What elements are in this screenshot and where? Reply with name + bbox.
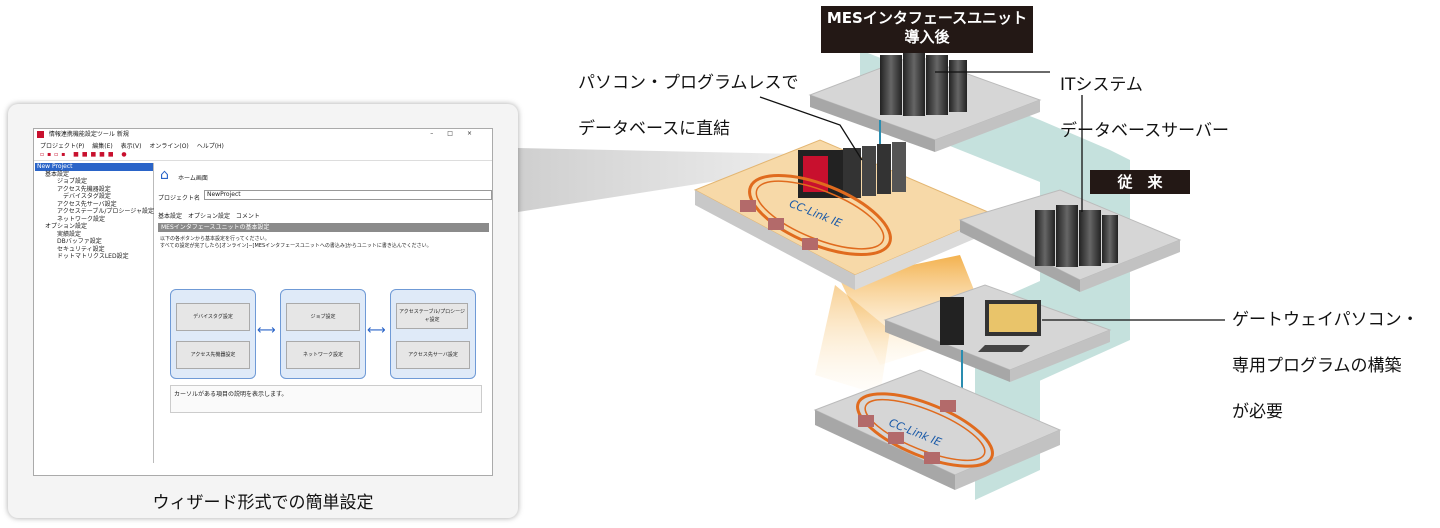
tree-item-access-server[interactable]: アクセス先サーバ設定 bbox=[57, 200, 117, 208]
arrow-icon-right: ⟷ bbox=[367, 323, 386, 338]
banner-after: MESインタフェースユニット 導入後 bbox=[821, 6, 1033, 53]
tree-item-device-tag[interactable]: デバイスタグ設定 bbox=[63, 193, 111, 200]
tray-bottom-network bbox=[813, 369, 1062, 490]
tree-item-network[interactable]: ネットワーク設定 bbox=[57, 215, 106, 223]
project-name-label: プロジェクト名 bbox=[158, 195, 201, 202]
window-controls[interactable]: –□× bbox=[430, 130, 486, 137]
menu-project[interactable]: プロジェクト(P) bbox=[40, 143, 85, 150]
network-button[interactable]: ネットワーク設定 bbox=[286, 341, 360, 369]
note-direct-line2: データベースに直結 bbox=[578, 119, 731, 139]
tree-item-dot-matrix[interactable]: ドットマトリクスLED設定 bbox=[57, 253, 129, 260]
tree-item-access-device[interactable]: アクセス先機器設定 bbox=[57, 185, 111, 193]
note-direct-line1: パソコン・プログラムレスで bbox=[578, 73, 799, 93]
note-gateway-line1: ゲートウェイパソコン・ bbox=[1232, 310, 1419, 330]
tree-item-result[interactable]: 実績設定 bbox=[57, 230, 82, 238]
section-header: MESインタフェースユニットの基本設定 bbox=[158, 223, 489, 232]
tree-item-security[interactable]: セキュリティ設定 bbox=[57, 245, 105, 253]
access-table-button[interactable]: アクセステーブル/プロシージャ設定 bbox=[396, 303, 468, 329]
tab-comment[interactable]: コメント bbox=[235, 213, 260, 220]
orange-beam-lower bbox=[815, 285, 890, 395]
menu-edit[interactable]: 編集(E) bbox=[92, 143, 113, 150]
tab-option[interactable]: オプション設定 bbox=[187, 213, 230, 220]
note-it-line1: ITシステム bbox=[1060, 75, 1143, 95]
menu-online[interactable]: オンライン(O) bbox=[149, 143, 189, 150]
note-gateway-line2: 専用プログラムの構築 bbox=[1232, 356, 1402, 376]
arrow-icon-left: ⟷ bbox=[257, 323, 276, 338]
banner-after-line1: MESインタフェースユニット bbox=[826, 9, 1028, 27]
plc-unit-icon bbox=[798, 142, 906, 198]
main-area: ⌂ ホーム画面 プロジェクト名 NewProject 基本設定 オプション設定 … bbox=[156, 163, 492, 463]
tree-item-job[interactable]: ジョブ設定 bbox=[57, 178, 88, 185]
app-icon bbox=[37, 131, 44, 138]
project-name-input[interactable]: NewProject bbox=[204, 190, 492, 200]
home-label: ホーム画面 bbox=[178, 175, 208, 182]
tool-window: 情報連携機能設定ツール 新規 –□× プロジェクト(P) 編集(E) 表示(V)… bbox=[33, 128, 493, 476]
instruction-line2: すべての設定が完了したら[オンライン]−[MESインタフェースユニットへの書込み… bbox=[160, 243, 432, 249]
callout-cone bbox=[518, 148, 800, 212]
tree-item-access-table[interactable]: アクセステーブル/プロシージャ設定 bbox=[57, 208, 154, 215]
access-server-button[interactable]: アクセス先サーバ設定 bbox=[396, 341, 470, 369]
tree-item-db-buffer[interactable]: DBバッファ設定 bbox=[57, 238, 102, 245]
toolbar: ▫▪▫▪ ■■■■■ ● bbox=[34, 151, 492, 161]
leader-lines bbox=[759, 71, 1225, 321]
tree-item-new-project[interactable]: New Project bbox=[35, 163, 153, 171]
note-it-system: ITシステム データベースサーバー bbox=[1060, 51, 1229, 166]
banner-before: 従 来 bbox=[1090, 170, 1190, 194]
window-titlebar: 情報連携機能設定ツール 新規 –□× bbox=[34, 129, 492, 140]
banner-after-line2: 導入後 bbox=[904, 28, 950, 46]
instruction-line1: 以下の各ボタンから基本設定を行ってください。 bbox=[160, 236, 270, 242]
tree-item-option[interactable]: オプション設定 bbox=[45, 223, 88, 230]
job-button[interactable]: ジョブ設定 bbox=[286, 303, 360, 331]
menu-help[interactable]: ヘルプ(H) bbox=[196, 143, 224, 150]
note-it-line2: データベースサーバー bbox=[1060, 121, 1229, 141]
server-icon-right bbox=[1035, 205, 1118, 267]
project-tree: New Project 基本設定 ジョブ設定 アクセス先機器設定 デバイスタグ設… bbox=[35, 163, 154, 463]
menu-bar: プロジェクト(P) 編集(E) 表示(V) オンライン(O) ヘルプ(H) bbox=[34, 141, 492, 150]
window-title: 情報連携機能設定ツール 新規 bbox=[48, 131, 129, 138]
home-icon[interactable]: ⌂ bbox=[160, 167, 169, 183]
tab-basic[interactable]: 基本設定 bbox=[158, 213, 183, 220]
device-tag-button[interactable]: デバイスタグ設定 bbox=[176, 303, 250, 331]
server-icon-top bbox=[880, 50, 967, 116]
gateway-pc-icon bbox=[940, 297, 1041, 352]
hint-box: カーソルがある項目の説明を表示します。 bbox=[170, 385, 482, 413]
toolbar-icons[interactable]: ▫▪▫▪ ■■■■■ ● bbox=[40, 151, 130, 158]
menu-view[interactable]: 表示(V) bbox=[120, 143, 142, 150]
note-gateway: ゲートウェイパソコン・ 専用プログラムの構築 が必要 bbox=[1232, 286, 1419, 447]
tree-item-basic[interactable]: 基本設定 bbox=[45, 170, 70, 178]
note-gateway-line3: が必要 bbox=[1232, 402, 1283, 422]
tray-plc-highlight bbox=[693, 139, 997, 290]
screenshot-caption: ウィザード形式での簡単設定 bbox=[152, 493, 374, 513]
note-direct-connect: パソコン・プログラムレスで データベースに直結 bbox=[578, 49, 799, 164]
access-device-button[interactable]: アクセス先機器設定 bbox=[176, 341, 250, 369]
